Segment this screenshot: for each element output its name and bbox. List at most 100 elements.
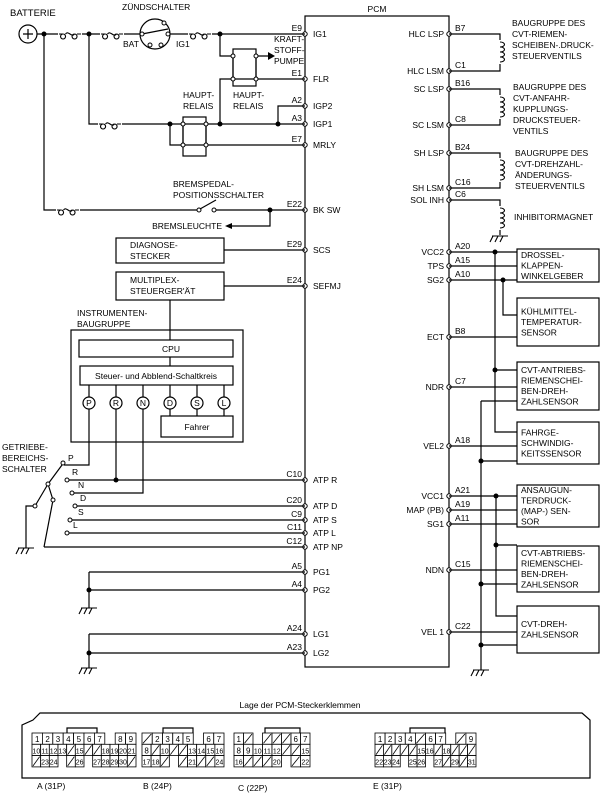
terminal-number: 4 bbox=[408, 735, 413, 744]
ignition-switch-label: ZÜNDSCHALTER bbox=[122, 2, 190, 12]
terminal-number: 10 bbox=[254, 748, 262, 755]
pin-name: NDR bbox=[426, 382, 444, 392]
terminal-number: 23 bbox=[41, 760, 49, 767]
pin-code: C11 bbox=[287, 522, 302, 532]
terminal-number: 10 bbox=[161, 748, 169, 755]
terminal-number: 6 bbox=[428, 735, 433, 744]
inhibitor-label: INHIBITORMAGNET bbox=[514, 212, 593, 222]
terminal-number: 26 bbox=[417, 760, 425, 767]
pin-code: A19 bbox=[455, 499, 470, 509]
gear-indicator-lamp bbox=[163, 396, 177, 410]
sensor-label: CVT-ABTRIEBS-RIEMENSCHEI-BEN-DREH-ZAHLSE… bbox=[521, 548, 585, 590]
pin-name: ATP NP bbox=[313, 542, 343, 552]
pin-code: C16 bbox=[455, 177, 471, 187]
unused-terminal-mark bbox=[67, 756, 75, 767]
pin-code: B24 bbox=[455, 142, 470, 152]
unused-terminal-mark bbox=[375, 745, 383, 755]
terminal-number: 1 bbox=[35, 735, 40, 744]
terminal-number: 28 bbox=[102, 760, 110, 767]
terminal-number: 11 bbox=[264, 748, 271, 755]
terminal-number: 16 bbox=[216, 748, 224, 755]
unused-terminal-mark bbox=[179, 756, 187, 767]
gear-indicator-letter: L bbox=[222, 398, 227, 408]
pin-name: ATP S bbox=[313, 515, 337, 525]
pin-name: ATP D bbox=[313, 501, 337, 511]
terminal-number: 25 bbox=[409, 760, 417, 767]
pin-name: SC LSM bbox=[412, 120, 444, 130]
pin-code: A20 bbox=[455, 241, 470, 251]
pin-name: SG1 bbox=[427, 519, 444, 529]
gear-indicator-lamp bbox=[217, 396, 231, 410]
gear-indicator-letter: S bbox=[194, 398, 200, 408]
pin-code: A3 bbox=[292, 113, 303, 123]
pin-code: B8 bbox=[455, 326, 466, 336]
terminal-number: 12 bbox=[50, 748, 58, 755]
ground-icon bbox=[15, 547, 35, 555]
connector-latch bbox=[409, 727, 446, 733]
ground-icon bbox=[470, 669, 490, 677]
pin-name: IGP2 bbox=[313, 101, 333, 111]
terminal-number: 10 bbox=[32, 748, 40, 755]
pin-code: A5 bbox=[292, 561, 303, 571]
terminal-number: 7 bbox=[217, 735, 222, 744]
pin-code: C12 bbox=[286, 536, 302, 546]
unused-terminal-mark bbox=[197, 756, 206, 767]
pin-name: SH LSP bbox=[414, 148, 445, 158]
unused-terminal-mark bbox=[179, 745, 187, 755]
terminal-number: 19 bbox=[110, 748, 118, 755]
unused-terminal-mark bbox=[384, 745, 392, 755]
terminal-number: 27 bbox=[434, 760, 442, 767]
gear-indicator-letter: R bbox=[113, 398, 119, 408]
connector-latch bbox=[162, 727, 194, 733]
unused-terminal-mark bbox=[67, 745, 75, 755]
terminal-number: 3 bbox=[398, 735, 403, 744]
ground-icon bbox=[78, 667, 98, 675]
ground-icon bbox=[78, 607, 98, 615]
pin-code: C6 bbox=[455, 189, 466, 199]
unused-terminal-mark bbox=[456, 733, 466, 744]
connector-cell bbox=[416, 755, 426, 768]
connector-cell bbox=[391, 755, 401, 768]
connector-label: E (31P) bbox=[373, 781, 402, 791]
brake-switch-symbol bbox=[199, 199, 217, 210]
terminal-number: 29 bbox=[451, 760, 459, 767]
pin-name: SEFMJ bbox=[313, 281, 341, 291]
relay-wires bbox=[88, 34, 305, 146]
terminal-number: 21 bbox=[128, 748, 136, 755]
pin-name: VCC1 bbox=[421, 491, 444, 501]
terminal-number: 15 bbox=[206, 748, 214, 755]
terminal-number: 12 bbox=[273, 748, 281, 755]
unused-terminal-mark bbox=[32, 756, 40, 767]
pin-name: HLC LSM bbox=[407, 66, 444, 76]
terminal-number: 29 bbox=[110, 760, 118, 767]
terminal-number: 9 bbox=[469, 735, 474, 744]
terminal-number: 18 bbox=[152, 760, 160, 767]
terminal-number: 9 bbox=[129, 735, 134, 744]
arrow-icon bbox=[268, 52, 275, 60]
connector-cell bbox=[300, 755, 311, 768]
sensor-box bbox=[516, 361, 600, 411]
unused-terminal-mark bbox=[244, 756, 253, 767]
sensor-box bbox=[516, 605, 600, 654]
terminal-number: 1 bbox=[378, 735, 383, 744]
unused-terminal-mark bbox=[206, 756, 215, 767]
unused-terminal-mark bbox=[160, 756, 169, 767]
terminal-number: 31 bbox=[468, 760, 476, 767]
pin-code: B16 bbox=[455, 78, 470, 88]
unused-terminal-mark bbox=[170, 745, 178, 755]
sensor-box bbox=[516, 545, 600, 593]
unused-terminal-mark bbox=[151, 745, 160, 755]
pin-name: SCS bbox=[313, 245, 331, 255]
control-circuit-box bbox=[79, 365, 234, 386]
terminal-number: 26 bbox=[76, 760, 84, 767]
pin-code: A21 bbox=[455, 485, 470, 495]
range-switch-label: GETRIEBE-BEREICHS-SCHALTER bbox=[2, 442, 48, 474]
terminal-number: 27 bbox=[93, 760, 101, 767]
unused-terminal-mark bbox=[84, 745, 92, 755]
terminal-number: 15 bbox=[301, 748, 309, 755]
pin-name: MAP (PB) bbox=[406, 505, 444, 515]
pin-code: A11 bbox=[455, 513, 470, 523]
